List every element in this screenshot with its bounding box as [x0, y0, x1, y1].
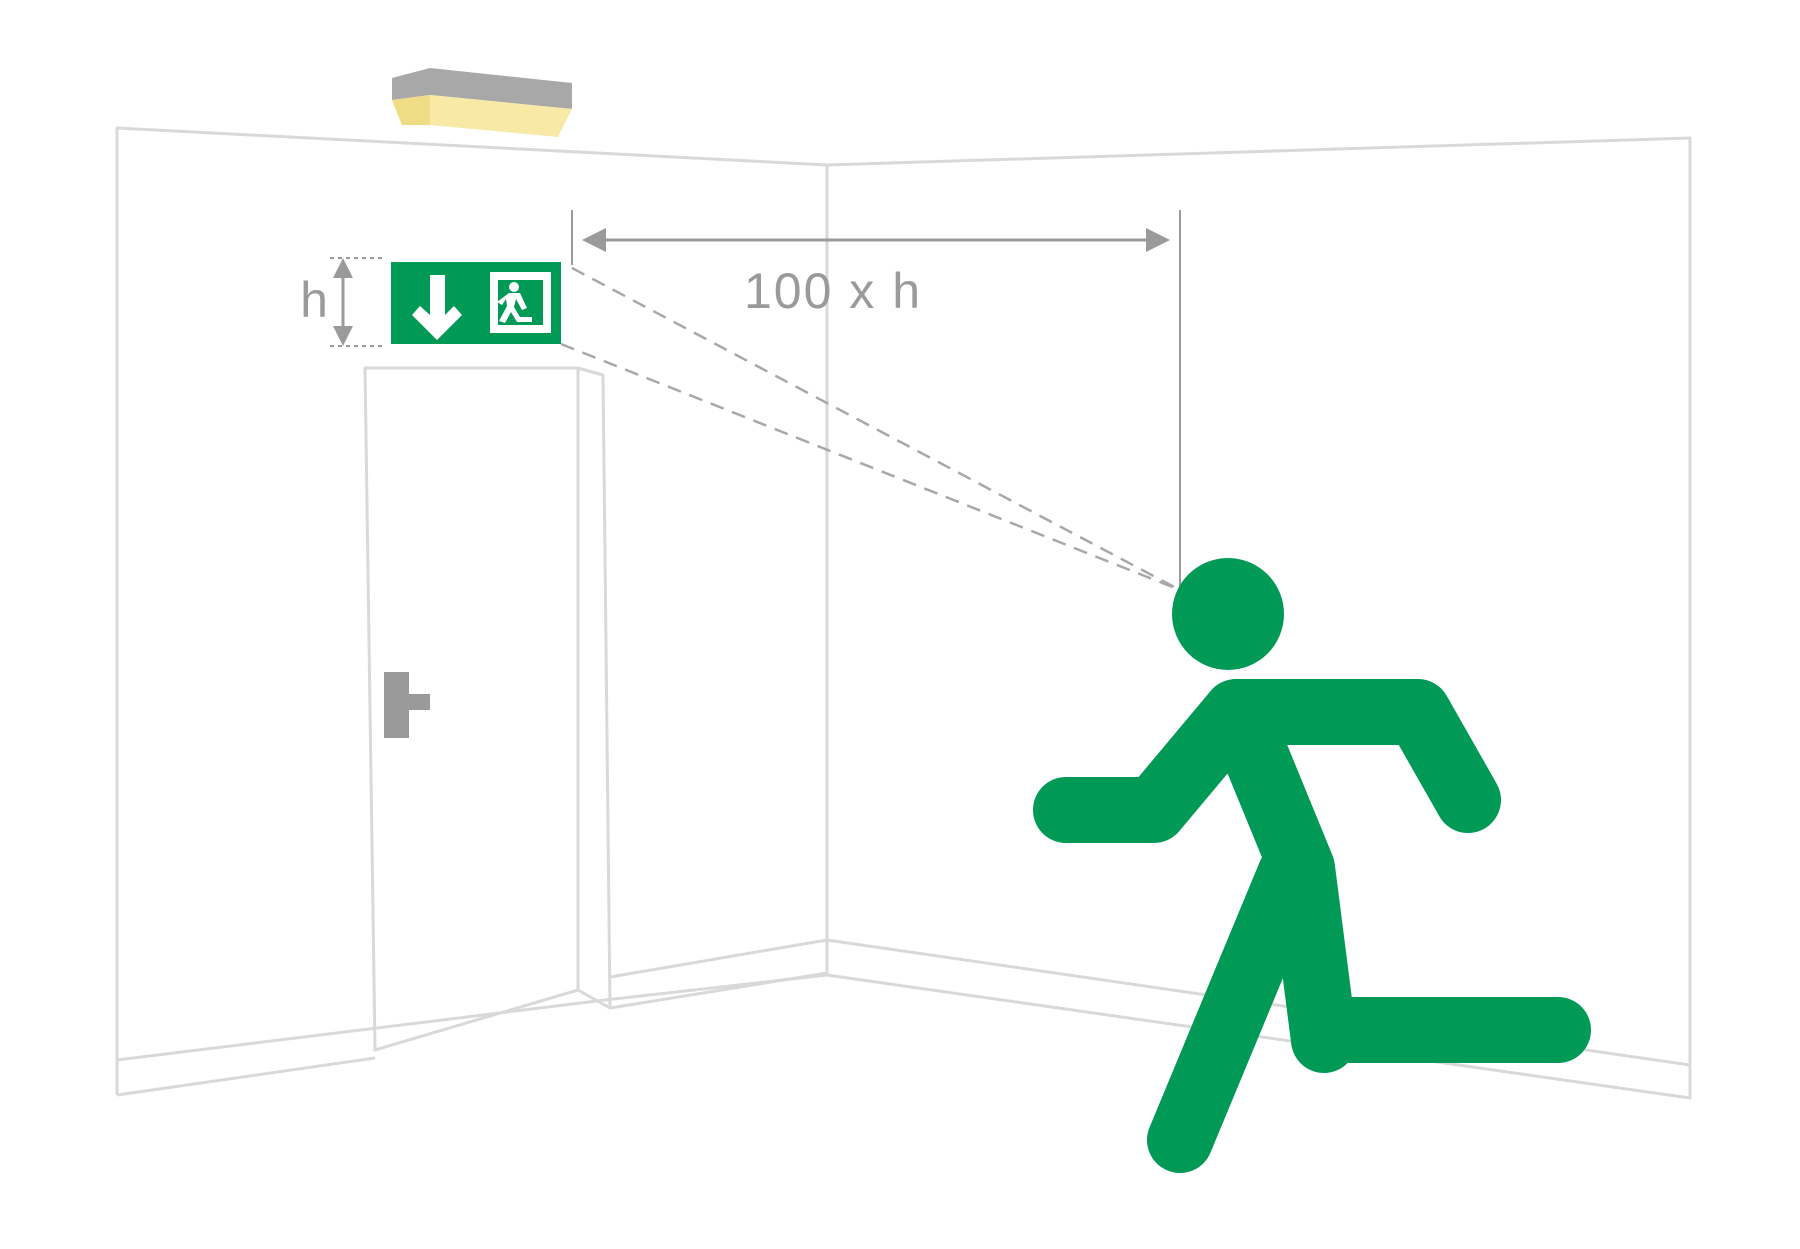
- door: [363, 366, 612, 1052]
- skirting-left: [116, 1056, 376, 1097]
- arrow-down-icon: [412, 275, 462, 340]
- arrow-left-icon: [582, 228, 606, 252]
- right-wall: [825, 136, 1692, 1100]
- viewing-distance-label: 100 x h: [744, 263, 922, 319]
- observer-head: [1172, 558, 1284, 670]
- left-wall: [115, 126, 829, 1062]
- arrow-down-icon: [333, 326, 353, 346]
- ceiling-light-icon: [392, 68, 572, 137]
- exit-sign: [391, 262, 561, 344]
- sign-height-dimension: h: [300, 257, 383, 347]
- arrow-right-icon: [1146, 228, 1170, 252]
- sight-lines: [560, 266, 1181, 592]
- door-frame: [577, 366, 612, 1010]
- door-handle-icon: [384, 672, 430, 738]
- running-person-icon: [1033, 558, 1591, 1173]
- sign-height-label: h: [300, 272, 328, 328]
- skirting-mid: [609, 938, 829, 1010]
- running-man-exit-icon: [490, 272, 551, 333]
- arrow-up-icon: [333, 258, 353, 278]
- viewing-distance-dimension: 100 x h: [571, 210, 1181, 590]
